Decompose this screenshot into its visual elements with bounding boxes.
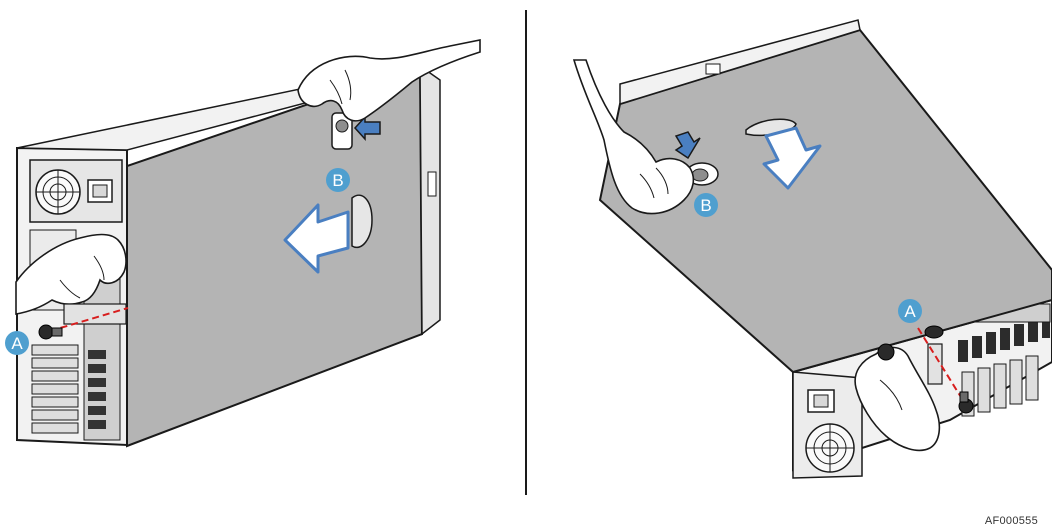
hand-icon: [572, 59, 695, 215]
slide-arrow-icon: [283, 203, 350, 274]
callout-b: B: [694, 193, 718, 217]
thumbscrew: [877, 343, 895, 361]
svg-text:B: B: [700, 196, 711, 215]
push-arrow-icon: [674, 131, 701, 160]
screw-icon: [958, 391, 974, 414]
svg-text:B: B: [332, 171, 343, 190]
ridge-notch: [705, 63, 721, 75]
hand-icon: [15, 233, 127, 315]
screw-path: [49, 307, 129, 332]
hand-icon: [297, 39, 481, 122]
fan-icon: [35, 169, 81, 215]
right-panel: A B: [572, 19, 1052, 479]
power-socket-icon: [807, 389, 835, 413]
fan-icon: [805, 423, 855, 473]
chassis-top-ridge: [619, 19, 861, 106]
svg-text:A: A: [904, 302, 916, 321]
hand-icon: [854, 343, 941, 452]
expansion-slots: [31, 344, 79, 434]
cover-handle-recess: [351, 194, 373, 249]
screw-path: [917, 327, 965, 403]
screw-bracket: [63, 303, 127, 325]
screw-icon: [38, 324, 63, 340]
figure-id: AF000555: [984, 515, 1038, 527]
screw-bracket: [927, 343, 943, 385]
callout-a: A: [5, 331, 29, 355]
callout-a: A: [898, 299, 922, 323]
svg-text:A: A: [11, 334, 23, 353]
left-panel: A B: [5, 39, 481, 448]
drive-bay-connectors: [88, 350, 106, 429]
slide-arrow-icon: [762, 126, 822, 190]
callout-b: B: [326, 168, 350, 192]
front-bezel: [419, 64, 441, 336]
power-socket-icon: [87, 179, 113, 203]
bezel-latch: [427, 171, 437, 197]
screw-icon: [924, 325, 944, 339]
drive-bays: [958, 316, 1050, 362]
